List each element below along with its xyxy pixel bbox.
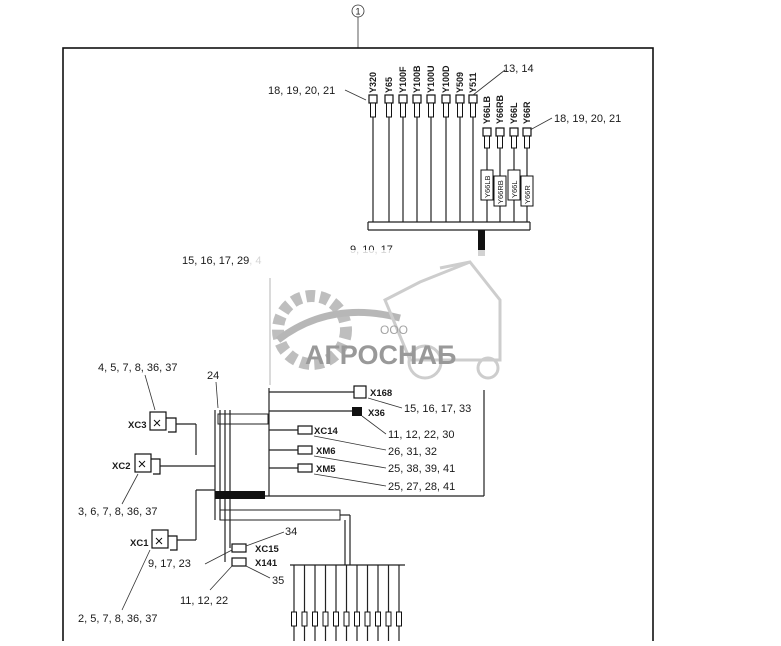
xc3-label: XC3 <box>128 420 146 431</box>
watermark-prefix: ООО <box>380 323 408 337</box>
callout-x36: 11, 12, 22, 30 <box>388 429 454 441</box>
top-connector-y100d: Y100D <box>441 65 451 222</box>
x36-label: X36 <box>368 408 385 419</box>
callout-top-left: 18, 19, 20, 21 <box>268 85 335 97</box>
main-bundle: 24 <box>207 370 485 565</box>
top-connector-label: Y320 <box>368 72 378 93</box>
top-connector-label: Y509 <box>455 72 465 93</box>
top-connector-y65: Y65 <box>384 77 394 222</box>
top-connector-label: Y65 <box>384 77 394 93</box>
right-connector-label: Y66R <box>522 101 532 124</box>
callout-mid-left: 15, 16, 17, 29, 4 <box>182 255 262 267</box>
top-connector-label: Y100B <box>412 65 422 93</box>
right-tag-label: Y66L <box>510 180 519 198</box>
callout-xm5: 25, 27, 28, 41 <box>388 481 455 493</box>
top-connector-y100b: Y100B <box>412 65 422 222</box>
callout-xc15: 34 <box>285 526 297 538</box>
gear-logo-icon <box>272 290 401 370</box>
top-connector-label: Y100F <box>398 66 408 93</box>
xm5-label: XM5 <box>316 464 336 475</box>
right-connector-y66l: Y66L Y66L <box>507 102 521 222</box>
right-tag-label: Y66LB <box>483 175 492 198</box>
xc3-connector: XC3 4, 5, 7, 8, 36, 37 <box>98 362 197 455</box>
top-connector-y100f: Y100F <box>398 66 408 222</box>
x36-connector: X36 11, 12, 22, 30 <box>269 407 454 441</box>
top-connector-y511: Y511 <box>468 72 478 222</box>
xc1-label: XC1 <box>130 538 149 549</box>
callout-xc2: 3, 6, 7, 8, 36, 37 <box>78 506 158 518</box>
callout-x168: 15, 16, 17, 33 <box>404 403 471 415</box>
callout-xc3: 4, 5, 7, 8, 36, 37 <box>98 362 178 374</box>
callout-x141-bottom: 11, 12, 22 <box>180 595 228 607</box>
part-number-text: 1 <box>355 7 360 17</box>
xc14-connector: XC14 26, 31, 32 <box>269 425 437 458</box>
callout-top-mid: 13, 14 <box>503 63 534 75</box>
top-connector-y100u: Y100U <box>426 65 436 222</box>
x141-connector: X141 35 11, 12, 22 <box>180 520 284 607</box>
xm6-label: XM6 <box>316 446 336 457</box>
xc15-connector: XC15 34 9, 17, 23 <box>148 520 297 570</box>
right-connector-label: Y66LB <box>482 95 492 124</box>
xc14-label: XC14 <box>314 426 338 437</box>
x141-label: X141 <box>255 558 278 569</box>
right-connector-y66r: Y66R Y66R <box>520 101 534 222</box>
xm5-connector: XM5 25, 27, 28, 41 <box>269 463 455 493</box>
right-connector-label: Y66RB <box>495 94 505 124</box>
right-connector-label: Y66L <box>509 102 519 124</box>
xc2-connector: XC2 3, 6, 7, 8, 36, 37 <box>78 453 215 518</box>
combine-harvester-icon <box>383 260 502 380</box>
part-number-callout: 1 <box>351 4 365 48</box>
callout-xc15-left: 9, 17, 23 <box>148 558 191 570</box>
top-connector-y320: Y320 <box>368 72 378 222</box>
x168-label: X168 <box>370 388 392 399</box>
right-tag-label: Y66RB <box>496 180 505 204</box>
trunk-sleeve <box>478 230 485 256</box>
callout-top-right: 18, 19, 20, 21 <box>554 113 621 125</box>
callout-xc1: 2, 5, 7, 8, 36, 37 <box>78 613 158 625</box>
xc2-label: XC2 <box>112 461 130 472</box>
harness-frame <box>62 47 654 646</box>
top-connector-y509: Y509 <box>455 72 465 222</box>
right-connector-y66rb: Y66RB Y66RB <box>493 94 507 222</box>
right-connector-y66lb: Y66LB Y66LB <box>480 95 494 222</box>
top-connector-label: Y100D <box>441 65 451 93</box>
callout-xc14: 26, 31, 32 <box>388 446 437 458</box>
right-tag-label: Y66R <box>523 185 532 204</box>
top-connector-label: Y100U <box>426 65 436 93</box>
bottom-nozzle-harness <box>290 564 405 641</box>
callout-x141: 35 <box>272 575 284 587</box>
callout-xm6: 25, 38, 39, 41 <box>388 463 455 475</box>
x168-connector: X168 15, 16, 17, 33 <box>269 385 471 415</box>
xc15-label: XC15 <box>255 544 279 555</box>
bundle-sleeve <box>215 491 265 499</box>
xc1-connector: XC1 2, 5, 7, 8, 36, 37 <box>78 489 215 625</box>
callout-bundle: 24 <box>207 370 219 382</box>
agrosnab-watermark: ООО АГРОСНАБ <box>250 250 530 390</box>
xm6-connector: XM6 25, 38, 39, 41 <box>269 445 455 475</box>
top-connector-label: Y511 <box>468 72 478 93</box>
watermark-brand: АГРОСНАБ <box>305 340 456 370</box>
